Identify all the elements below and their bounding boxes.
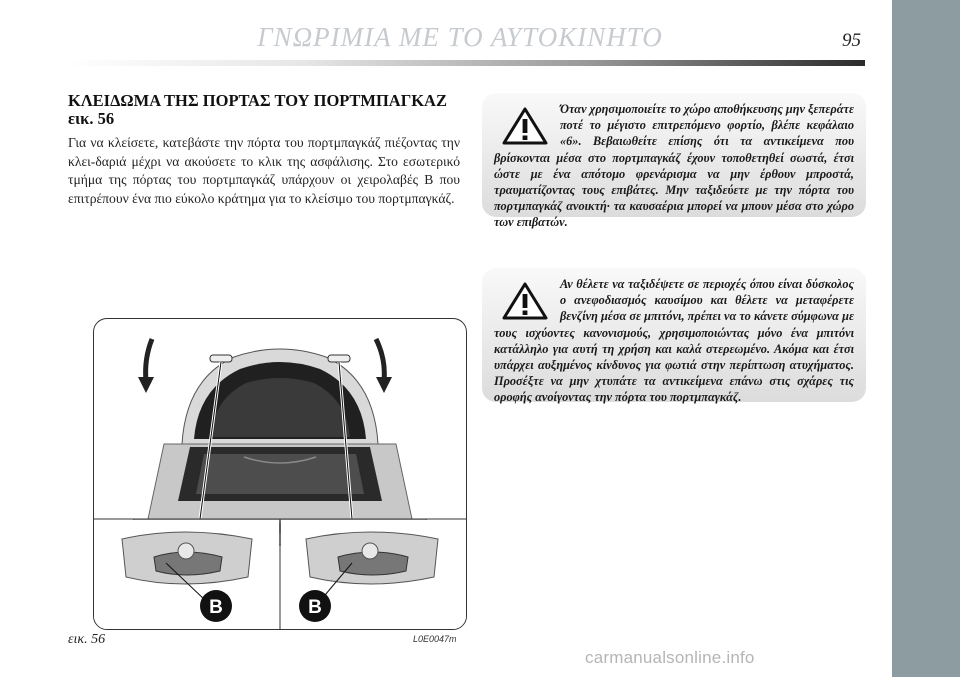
badge-b-left: B: [200, 590, 232, 622]
header-rule: [65, 60, 865, 66]
handle-closeup-left: [94, 520, 279, 629]
page-title: ΓΝΩΡΙΜΙΑ ΜΕ ΤΟ ΑΥΤΟΚΙΝΗΤΟ: [257, 22, 663, 52]
section-heading: ΚΛΕΙΔΩΜΑ ΤΗΣ ΠΟΡΤΑΣ ΤΟΥ ΠΟΡΤΜΠΑΓΚΑΖ εικ.…: [68, 91, 447, 128]
warning-text: Όταν χρησιμοποιείτε το χώρο αποθήκευσης …: [494, 102, 854, 230]
badge-b-right: B: [299, 590, 331, 622]
curved-arrow-down-left-icon: [138, 338, 155, 393]
warning-box-load: Όταν χρησιμοποιείτε το χώρο αποθήκευσης …: [482, 93, 866, 229]
tailgate-illustration: B B: [93, 318, 467, 630]
figure-caption: εικ. 56: [68, 632, 106, 647]
body-paragraph: Για να κλείσετε, κατεβάστε την πόρτα του…: [68, 135, 460, 206]
curved-arrow-down-right-icon: [373, 337, 392, 393]
warning-box-fuel: Αν θέλετε να ταξιδέψετε σε περιοχές όπου…: [482, 268, 866, 404]
side-tab: [892, 0, 960, 677]
watermark: carmanualsonline.info: [585, 648, 755, 667]
warning-triangle-icon: [502, 107, 548, 145]
badge-b-left-label: B: [209, 597, 223, 618]
badge-b-right-label: B: [308, 597, 322, 618]
warning-text: Αν θέλετε να ταξιδέψετε σε περιοχές όπου…: [494, 277, 854, 405]
figure-code: L0E0047m: [413, 634, 457, 644]
page-number: 95: [842, 30, 861, 51]
warning-triangle-icon: [502, 282, 548, 320]
